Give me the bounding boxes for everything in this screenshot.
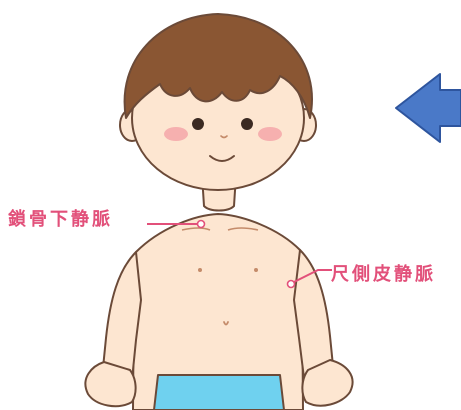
cephalic-marker xyxy=(286,279,296,289)
hair xyxy=(123,13,313,119)
nose xyxy=(220,135,228,139)
right-eye xyxy=(241,118,253,130)
subclavian-marker xyxy=(196,219,206,229)
left-arrow-icon xyxy=(395,73,461,143)
subclavian-vein-label: 鎖骨下静脈 xyxy=(8,209,113,230)
right-hand xyxy=(301,359,354,407)
left-hand xyxy=(84,361,137,408)
left-clavicle xyxy=(181,227,211,231)
right-cheek xyxy=(258,127,282,141)
right-clavicle xyxy=(227,227,259,231)
right-arm xyxy=(293,249,335,379)
left-cheek xyxy=(164,127,188,141)
mouth xyxy=(209,155,235,162)
right-nipple xyxy=(254,268,258,272)
left-eye xyxy=(192,118,204,130)
navel xyxy=(223,321,229,326)
cephalic-vein-label: 尺側皮静脈 xyxy=(331,264,436,285)
left-nipple xyxy=(198,268,202,272)
cephalic-leader-line xyxy=(293,269,332,283)
underwear xyxy=(153,374,285,410)
